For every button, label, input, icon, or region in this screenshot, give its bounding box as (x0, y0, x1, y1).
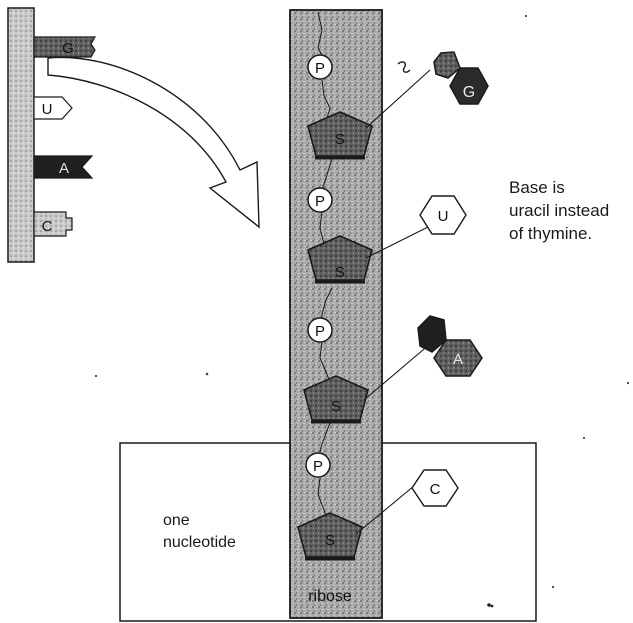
squiggle-mark (398, 62, 410, 72)
speck (583, 437, 585, 439)
sugar-label: S (331, 398, 341, 415)
base-uracil-note: Base is uracil instead of thymine. (509, 176, 629, 245)
strand-backbone (8, 8, 34, 262)
speck (627, 382, 629, 384)
zoom-arrow (48, 57, 259, 227)
speck (552, 586, 554, 588)
strand-base-u-label: U (42, 101, 53, 118)
base-cytosine: C (412, 470, 458, 506)
base-adenine: A (418, 316, 482, 376)
base-note-line-1: Base is (509, 176, 629, 199)
nucleotide-label-line-1: one (163, 510, 236, 532)
small-rna-strand: G U A C (8, 8, 95, 262)
speck (206, 373, 209, 376)
sugar-label: S (335, 264, 345, 281)
base-label-a: A (453, 351, 463, 368)
strand-base-u (34, 97, 72, 119)
speck (487, 603, 491, 607)
base-label-c: C (430, 481, 441, 498)
phosphate-label: P (313, 458, 323, 475)
speck (491, 605, 494, 608)
base-note-line-3: of thymine. (509, 222, 629, 245)
base-uracil: U (420, 196, 466, 234)
ribose-label: ribose (308, 588, 352, 605)
base-label-g: G (463, 84, 475, 101)
phosphate-label: P (315, 60, 325, 77)
phosphate-group-3: P (308, 318, 332, 342)
sugar-label: S (335, 131, 345, 148)
phosphate-group-4: P (306, 453, 330, 477)
strand-base-g-label: G (62, 40, 74, 57)
sugar-label: S (325, 532, 335, 549)
strand-base-c (34, 212, 72, 236)
phosphate-label: P (315, 323, 325, 340)
base-note-line-2: uracil instead (509, 199, 629, 222)
speck (95, 375, 97, 377)
phosphate-group-2: P (308, 188, 332, 212)
base-guanine: G (434, 52, 488, 104)
one-nucleotide-label: one nucleotide (163, 510, 236, 554)
nucleotide-label-line-2: nucleotide (163, 532, 236, 554)
base-label-u: U (438, 208, 449, 225)
speck (525, 15, 527, 17)
strand-base-a-label: A (59, 160, 69, 177)
phosphate-group-1: P (308, 55, 332, 79)
strand-base-c-label: C (42, 218, 53, 235)
phosphate-label: P (315, 193, 325, 210)
